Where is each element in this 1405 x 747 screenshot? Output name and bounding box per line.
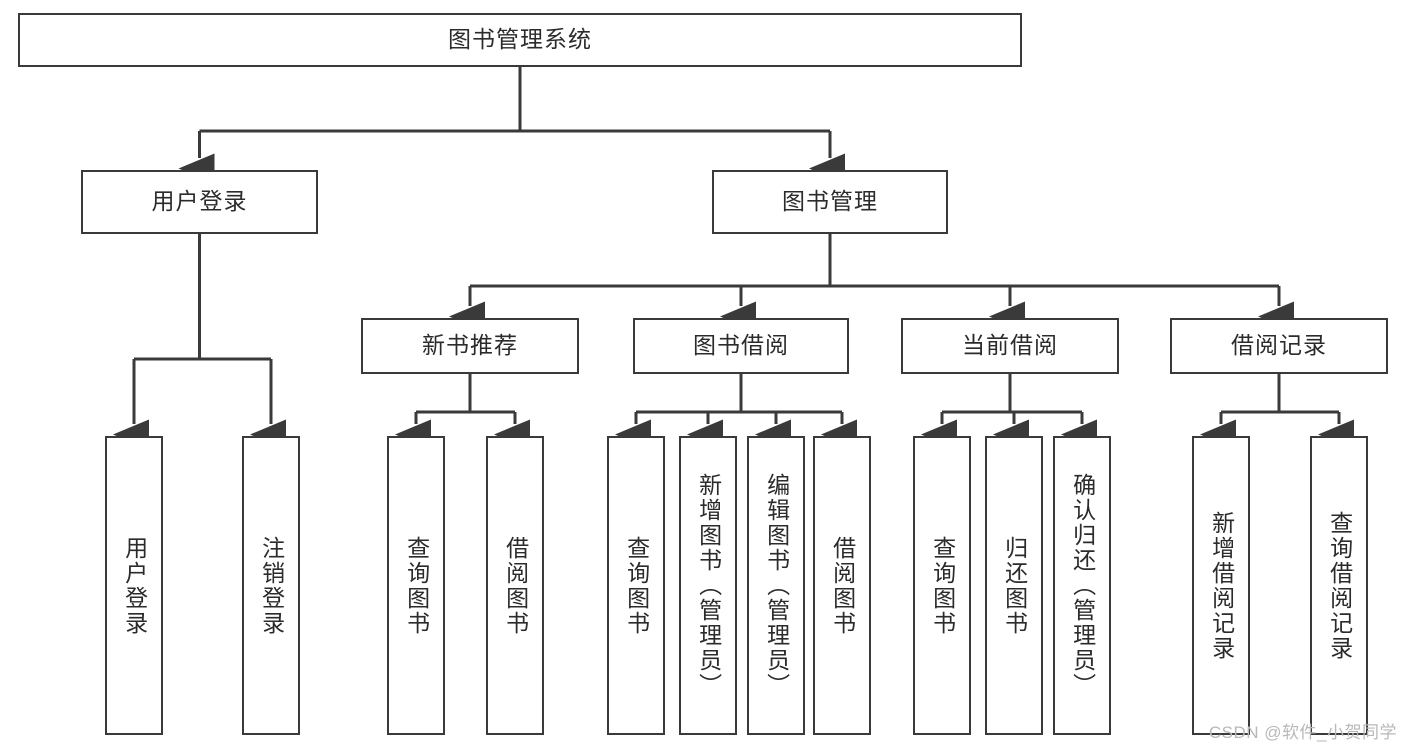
node-leaf-return-book-label: 归还图书	[1001, 535, 1028, 636]
node-user-login-label: 用户登录	[151, 188, 248, 215]
node-leaf-edit-book[interactable]: 编辑图书（管理员）	[747, 436, 805, 735]
node-leaf-edit-book-label: 编辑图书（管理员）	[763, 473, 790, 698]
node-leaf-query-book-1[interactable]: 查询图书	[387, 436, 445, 735]
node-borrow-record[interactable]: 借阅记录	[1170, 318, 1388, 374]
node-book-manage-label: 图书管理	[782, 188, 878, 215]
node-leaf-add-record[interactable]: 新增借阅记录	[1192, 436, 1250, 735]
node-current-borrow-label: 当前借阅	[962, 332, 1058, 359]
node-leaf-borrow-book-2-label: 借阅图书	[829, 535, 856, 636]
node-leaf-query-record-label: 查询借阅记录	[1326, 510, 1353, 661]
node-leaf-add-book-label: 新增图书（管理员）	[695, 473, 722, 698]
node-book-manage[interactable]: 图书管理	[712, 170, 948, 234]
node-leaf-query-book-1-label: 查询图书	[403, 535, 430, 636]
node-leaf-borrow-book-2[interactable]: 借阅图书	[813, 436, 871, 735]
node-leaf-confirm-return-label: 确认归还（管理员）	[1069, 473, 1096, 698]
node-leaf-query-book-3[interactable]: 查询图书	[913, 436, 971, 735]
node-leaf-add-record-label: 新增借阅记录	[1208, 510, 1235, 661]
node-leaf-borrow-book-1-label: 借阅图书	[502, 535, 529, 636]
node-root[interactable]: 图书管理系统	[18, 13, 1022, 67]
node-borrow-record-label: 借阅记录	[1231, 332, 1327, 359]
node-leaf-logout[interactable]: 注销登录	[242, 436, 300, 735]
node-leaf-query-record[interactable]: 查询借阅记录	[1310, 436, 1368, 735]
node-leaf-user-login[interactable]: 用户登录	[105, 436, 163, 735]
node-leaf-borrow-book-1[interactable]: 借阅图书	[486, 436, 544, 735]
node-new-book-rec[interactable]: 新书推荐	[361, 318, 579, 374]
node-leaf-confirm-return[interactable]: 确认归还（管理员）	[1053, 436, 1111, 735]
csdn-watermark: CSDN @软件_小贺同学	[1208, 723, 1397, 742]
node-leaf-user-login-label: 用户登录	[121, 535, 148, 636]
node-leaf-query-book-3-label: 查询图书	[929, 535, 956, 636]
node-leaf-add-book[interactable]: 新增图书（管理员）	[679, 436, 737, 735]
node-user-login[interactable]: 用户登录	[81, 170, 318, 234]
node-book-borrow[interactable]: 图书借阅	[633, 318, 849, 374]
node-leaf-query-book-2[interactable]: 查询图书	[607, 436, 665, 735]
node-leaf-query-book-2-label: 查询图书	[623, 535, 650, 636]
node-leaf-logout-label: 注销登录	[258, 535, 285, 636]
node-root-label: 图书管理系统	[448, 26, 592, 53]
node-leaf-return-book[interactable]: 归还图书	[985, 436, 1043, 735]
node-current-borrow[interactable]: 当前借阅	[901, 318, 1119, 374]
node-new-book-rec-label: 新书推荐	[422, 332, 518, 359]
node-book-borrow-label: 图书借阅	[693, 332, 789, 359]
